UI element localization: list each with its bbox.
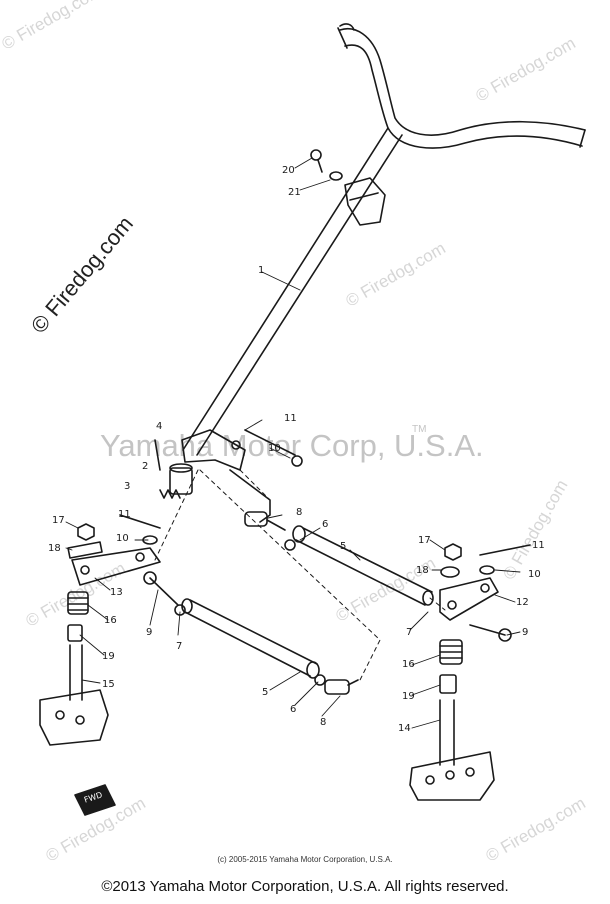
callout-15: 15	[102, 679, 115, 690]
callout-11-top: 11	[284, 413, 297, 424]
spindle-14-right	[409, 699, 495, 801]
callout-11-left: 11	[118, 509, 131, 520]
nut-10-top	[291, 455, 303, 467]
callout-14: 14	[398, 723, 411, 734]
leader-lines	[65, 157, 521, 729]
callout-18-left: 18	[48, 543, 61, 554]
callout-3: 3	[124, 481, 131, 492]
bushing-2	[169, 463, 193, 495]
callout-10-right: 10	[528, 569, 541, 580]
callout-10-top: 10	[268, 443, 281, 454]
tie-rod-end-8-upper	[244, 511, 286, 531]
tie-rod-end-9-left	[143, 571, 179, 606]
callout-12: 12	[516, 597, 529, 608]
callout-4: 4	[156, 421, 163, 432]
steering-column	[182, 127, 403, 456]
washer-18-right	[440, 566, 460, 578]
callout-17-right: 17	[418, 535, 431, 546]
bushing-19-left	[67, 624, 83, 642]
callout-9-right: 9	[522, 627, 529, 638]
spindle-15-left	[39, 644, 109, 746]
callout-18-right: 18	[416, 565, 429, 576]
callout-2: 2	[142, 461, 149, 472]
tie-rod-5-upper	[292, 525, 434, 606]
spring-16-right	[439, 639, 463, 665]
callout-19-right: 19	[402, 691, 415, 702]
callout-10-left: 10	[116, 533, 129, 544]
spring-3	[159, 489, 181, 499]
callout-20: 20	[282, 165, 295, 176]
bracket-18-left	[67, 541, 103, 559]
callout-7-left: 7	[176, 641, 183, 652]
callout-16-right: 16	[402, 659, 415, 670]
callout-11-right: 11	[532, 540, 545, 551]
fwd-marker	[74, 784, 116, 816]
pin-4	[154, 439, 161, 471]
callout-7-right: 7	[406, 627, 413, 638]
callout-6-upper: 6	[322, 519, 329, 530]
callout-6-lower: 6	[290, 704, 297, 715]
knuckle-arm-13	[71, 547, 161, 586]
bushing-19-right	[439, 674, 457, 694]
knuckle-arm-12	[439, 577, 499, 621]
bolt-11-right	[479, 544, 531, 556]
nut-17-right	[444, 543, 462, 561]
washer-10-right	[479, 565, 495, 575]
bolt-11-top	[244, 429, 296, 456]
assembly-guide-lines	[154, 469, 446, 681]
watermark-center: Yamaha Motor Corp, U.S.A.	[100, 428, 484, 463]
column-bracket	[181, 429, 246, 471]
spring-16-left	[67, 591, 89, 615]
callout-8-lower: 8	[320, 717, 327, 728]
tie-rod-end-8-lower	[324, 679, 359, 695]
callout-19-left: 19	[102, 651, 115, 662]
callout-13: 13	[110, 587, 123, 598]
callout-9-left: 9	[146, 627, 153, 638]
nut-6-lower	[314, 674, 326, 686]
copyright-main: ©2013 Yamaha Motor Corporation, U.S.A. A…	[101, 878, 509, 895]
callout-21: 21	[288, 187, 301, 198]
pitman-arm	[229, 469, 271, 523]
handlebar-clamp	[344, 177, 386, 226]
watermark-trademark: TM	[412, 424, 427, 435]
washer-21	[329, 171, 343, 181]
bolt-11-left	[119, 514, 161, 529]
callout-16-left: 16	[104, 615, 117, 626]
callout-5-lower: 5	[262, 687, 269, 698]
nut-17-left	[77, 523, 95, 541]
callout-8-upper: 8	[296, 507, 303, 518]
callout-17-left: 17	[52, 515, 65, 526]
handlebar	[337, 23, 586, 149]
tie-rod-end-9-right	[469, 624, 512, 642]
nut-6-upper	[284, 539, 296, 551]
copyright-small: (c) 2005-2015 Yamaha Motor Corporation, …	[217, 855, 393, 864]
callout-5-upper: 5	[340, 541, 347, 552]
tie-rod-5-lower	[181, 598, 320, 679]
callout-1: 1	[258, 265, 265, 276]
bolt-20	[310, 149, 323, 173]
